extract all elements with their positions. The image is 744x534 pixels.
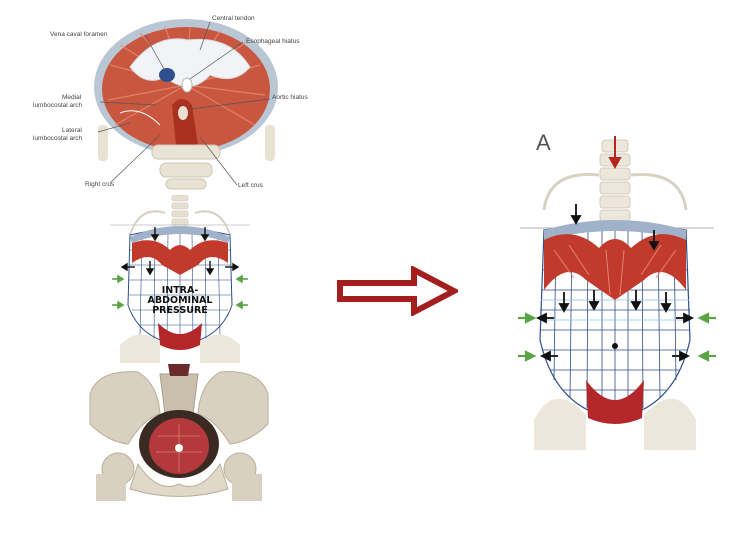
pelvic-floor-illustration [88,364,270,501]
label-lateral-arch-2: lumbocostal arch [33,135,83,142]
panel-letter: A [536,130,551,155]
label-medial-arch-2: lumbocostal arch [33,102,83,109]
diaphragm-illustration: Vena caval foramen Central tendon Esopha… [33,5,320,195]
label-lateral-arch-1: Lateral [62,127,82,134]
label-esophageal-hiatus: Esophageal hiatus [246,38,300,45]
label-central-tendon: Central tendon [212,15,255,22]
label-left-crus: Left crus [238,182,263,189]
label-medial-arch-1: Medial [62,94,82,101]
label-vena-caval-foramen: Vena caval foramen [50,31,108,38]
pressure-label-line-2: PRESSURE [152,305,208,316]
label-right-crus: Right crus [85,181,115,188]
pressure-diagram-small: INTRA-ABDOMINAL PRESSURE [110,194,250,363]
transition-arrow-icon [336,265,461,317]
label-aortic-hiatus: Aortic hiatus [272,94,308,101]
panel-a-pressure-diagram: A [514,130,720,450]
pressure-label-line-1: INTRA-ABDOMINAL [147,285,213,306]
